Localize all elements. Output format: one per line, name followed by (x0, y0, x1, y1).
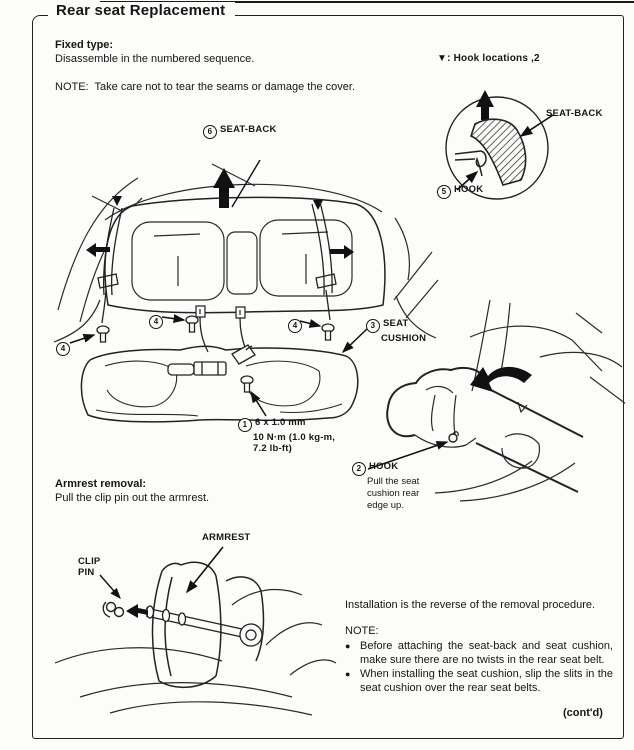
hook-locations-note: ▼: Hook locations ,2 (437, 53, 540, 64)
num-2-badge: 2 (352, 461, 366, 476)
inset-seat-back-label: SEAT-BACK (546, 108, 603, 119)
num-4-badge: 4 (56, 341, 70, 356)
contd-marker: (cont'd) (563, 707, 603, 719)
installation-line: Installation is the reverse of the remov… (345, 599, 596, 611)
previous-section-rule (100, 1, 634, 3)
bolt-spec-line3: 7.2 lb-ft) (253, 442, 292, 454)
num-4-badge: 4 (149, 314, 163, 329)
seat-back-text: SEAT-BACK (220, 124, 277, 135)
num-1-badge: 1 (238, 417, 252, 432)
clip-label-line2: PIN (78, 567, 95, 578)
num-6-badge: 6 (203, 124, 217, 139)
installation-notes: Before attaching the seat-back and seat … (345, 640, 613, 695)
installation-note-heading: NOTE: (345, 625, 379, 637)
inset-hook-text: HOOK (454, 184, 484, 195)
fixed-type-body: Disassemble in the numbered sequence. (55, 53, 255, 65)
clip-label-line1: CLIP (78, 556, 101, 567)
installation-block: Installation is the reverse of the remov… (345, 598, 613, 696)
bolt-callout-left: 4 (56, 336, 73, 356)
hook-note-line3: edge up. (367, 499, 404, 511)
hook-note-line2: cushion rear (367, 487, 420, 499)
section-title-wrap: Rear seat Replacement (48, 2, 236, 22)
clip-pin-label: CLIP PIN (78, 556, 100, 578)
seat-cushion-text1: SEAT (383, 318, 409, 329)
fixed-type-heading: Fixed type: (55, 39, 114, 51)
bolt-callout-center: 4 (149, 309, 166, 329)
note-item: When installing the seat cushion, slip t… (345, 668, 613, 695)
hook-note-line1: Pull the seat (367, 475, 420, 487)
num-5-badge: 5 (437, 184, 451, 199)
armrest-label: ARMREST (202, 532, 251, 543)
bolt-spec-line1: 6 x 1.0 mm (255, 417, 306, 428)
page-title: Rear seat Replacement (56, 2, 226, 19)
bolt-spec-line2: 10 N·m (1.0 kg-m, (253, 431, 336, 443)
num-3-badge: 3 (366, 318, 380, 333)
armrest-block: Armrest removal: Pull the clip pin out t… (55, 477, 335, 505)
armrest-heading: Armrest removal: (55, 478, 147, 490)
armrest-body: Pull the clip pin out the armrest. (55, 492, 210, 504)
intro-block: Fixed type: Disassemble in the numbered … (55, 38, 400, 94)
bolt-callout-right: 4 (288, 313, 305, 333)
hook-text: HOOK (369, 461, 399, 472)
note-item: Before attaching the seat-back and seat … (345, 640, 613, 667)
intro-note: NOTE: Take care not to tear the seams or… (55, 81, 356, 93)
num-4-badge: 4 (288, 318, 302, 333)
seat-cushion-text2: CUSHION (381, 332, 427, 344)
